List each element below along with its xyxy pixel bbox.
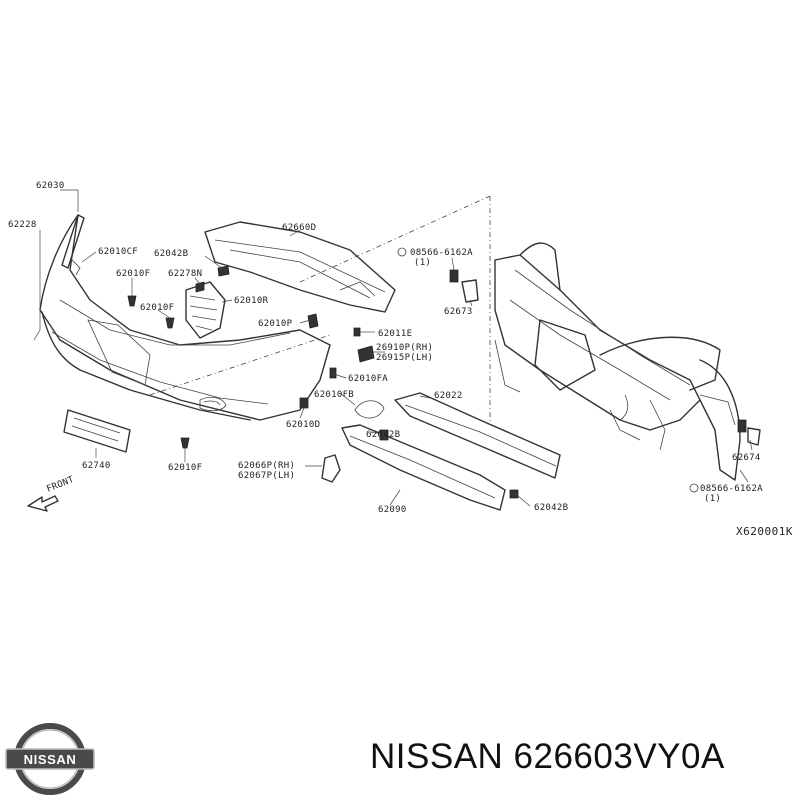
front-arrow: FRONT	[27, 475, 76, 512]
screw-marker-b	[689, 483, 699, 493]
part-label: 62042B	[366, 430, 400, 440]
part-label: 62673	[444, 307, 473, 317]
upper-radiator-cover	[204, 221, 396, 313]
part-label: 62010F	[168, 463, 202, 473]
part-label: 62067P(LH)	[238, 471, 295, 481]
logo-text: NISSAN	[24, 752, 77, 767]
part-label: 26910P(RH)	[376, 343, 433, 353]
center-dash-line-lower	[149, 334, 331, 396]
part-label: 62010R	[234, 296, 269, 306]
bumper-exploded-diagram: FRONT 62030 62228 62010CF 62010F 62010F …	[8, 181, 793, 538]
grille-insert	[185, 281, 226, 339]
part-label: 62674	[732, 453, 761, 463]
part-label: 62010D	[286, 420, 320, 430]
front-label: FRONT	[45, 475, 76, 495]
center-dash-line-upper	[299, 195, 491, 283]
side-bracket	[321, 454, 341, 483]
part-label: 62090	[378, 505, 407, 515]
fasteners	[127, 265, 761, 499]
part-label: 08566-6162A	[410, 248, 473, 258]
bumper-reinforcement	[394, 392, 561, 479]
part-label: (1)	[704, 494, 721, 504]
part-label: 26915P(LH)	[376, 353, 433, 363]
part-label: 62042B	[534, 503, 568, 513]
part-label: 62042B	[154, 249, 188, 259]
part-label: (1)	[414, 258, 431, 268]
part-label: 62011E	[378, 329, 412, 339]
part-label: 62010F	[140, 303, 174, 313]
license-plate-bracket	[63, 409, 131, 453]
bumper-fascia	[39, 214, 331, 421]
part-label: 62010P	[258, 319, 293, 329]
part-label: 62010CF	[98, 247, 138, 257]
part-label: 62022	[434, 391, 463, 401]
part-label: 62740	[82, 461, 111, 471]
radiator-core-support	[494, 242, 741, 481]
part-caption: NISSAN 626603VY0A	[370, 737, 725, 776]
part-label: 62010F	[116, 269, 150, 279]
part-label: 62066P(RH)	[238, 461, 295, 471]
part-labels: 62030 62228 62010CF 62010F 62010F 62042B…	[8, 181, 763, 515]
part-label: 62030	[36, 181, 65, 191]
logo-bar	[5, 748, 95, 770]
screw-marker-a	[397, 247, 407, 257]
reference-code: X620001K	[736, 525, 793, 538]
energy-absorber	[341, 424, 506, 511]
nissan-logo: NISSAN	[5, 723, 95, 795]
part-label: 62660D	[282, 223, 316, 233]
part-label: 62010FB	[314, 390, 354, 400]
part-label: 08566-6162A	[700, 484, 763, 494]
part-label: 62010FA	[348, 374, 388, 384]
part-label: 62278N	[168, 269, 202, 279]
leader-lines	[33, 189, 753, 507]
part-label: 62228	[8, 220, 37, 230]
